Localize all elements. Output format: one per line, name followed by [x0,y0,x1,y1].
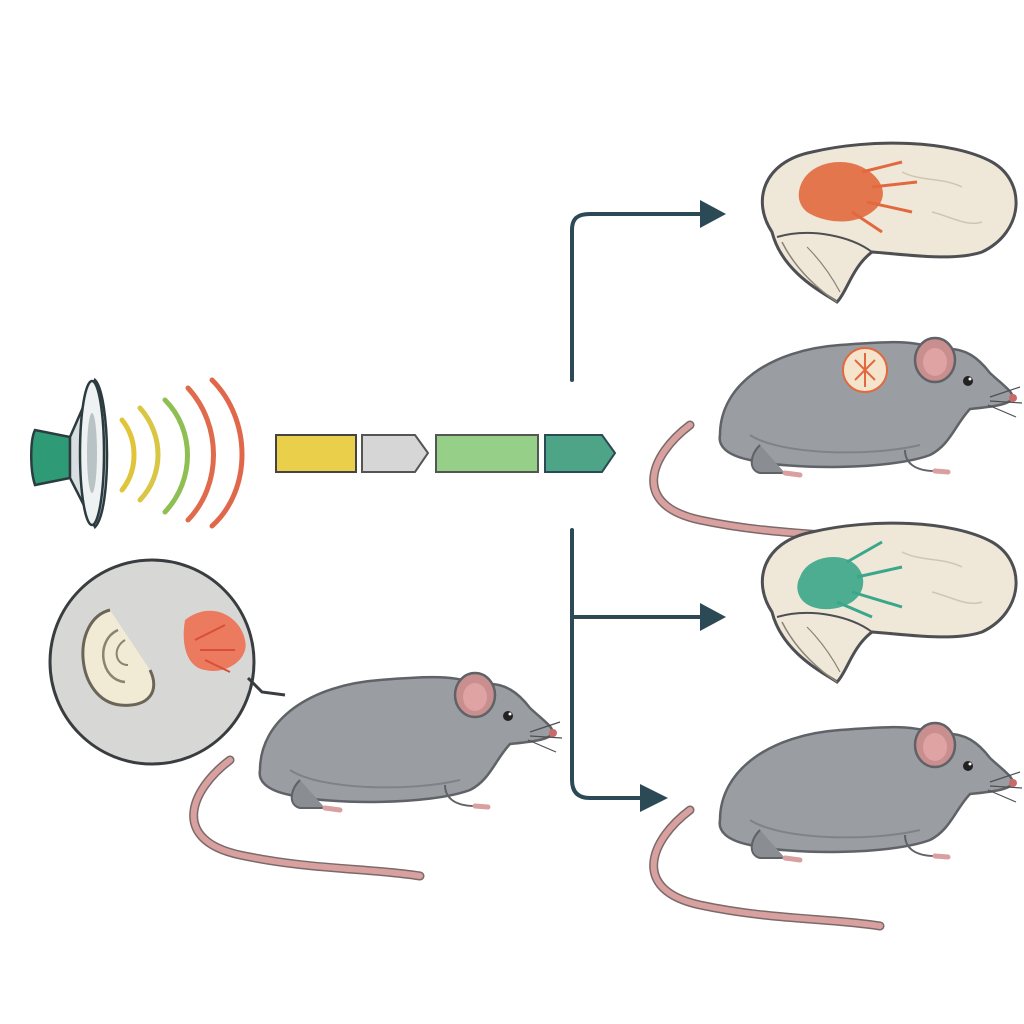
sound-waves-icon [119,377,245,529]
brain-teal-lesion-icon [760,521,1018,684]
ear-inset [48,558,286,766]
source-rat [194,673,562,876]
speaker-icon [30,377,109,530]
timeline-segment-teal [544,434,617,473]
branch-arrows [570,200,726,812]
timeline-segment-light-green [435,434,539,473]
bottom-rat [654,723,1022,926]
arrow-to-top-outcome [570,212,702,382]
teal-lesion [797,557,864,610]
timeline-segment-grey [361,434,430,473]
orange-lesion [798,162,883,222]
ear-lesion [183,610,246,671]
timeline-bar [275,434,617,473]
brain-orange-lesion-icon [760,141,1018,304]
arrow-to-bottom-brain [570,528,642,800]
top-rat [654,338,1022,541]
timeline-segment-yellow [275,434,357,473]
